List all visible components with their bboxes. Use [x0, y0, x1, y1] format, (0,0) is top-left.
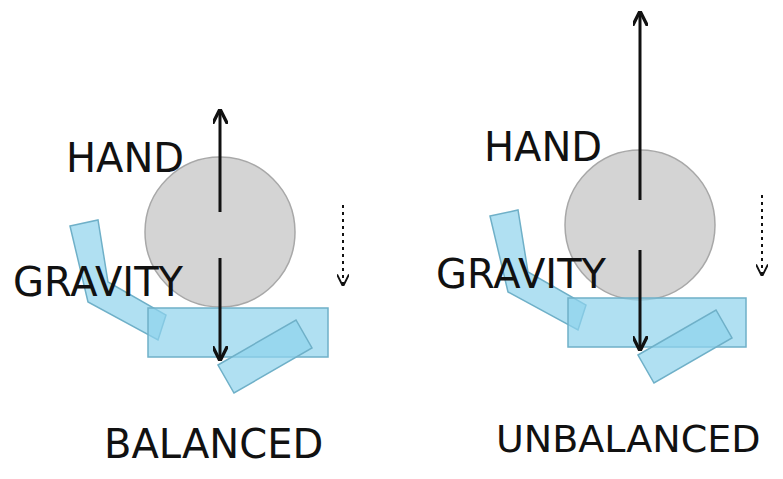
gravity-force-arrow [219, 258, 222, 358]
motion-arrow [761, 195, 763, 274]
state-label: BALANCED [104, 424, 323, 464]
force-label: HAND [484, 127, 602, 167]
force-label: GRAVITY [13, 262, 183, 302]
force-label: HAND [66, 138, 184, 178]
hand-force-arrow [219, 112, 222, 212]
force-label: GRAVITY [436, 254, 606, 294]
gravity-force-arrow [639, 250, 642, 348]
state-label: UNBALANCED [496, 420, 761, 458]
hand-force-arrow [639, 14, 642, 200]
hand-thumb [218, 320, 312, 393]
hand-thumb [638, 310, 732, 383]
motion-arrow [342, 205, 344, 284]
unbalanced-scene [490, 14, 762, 383]
